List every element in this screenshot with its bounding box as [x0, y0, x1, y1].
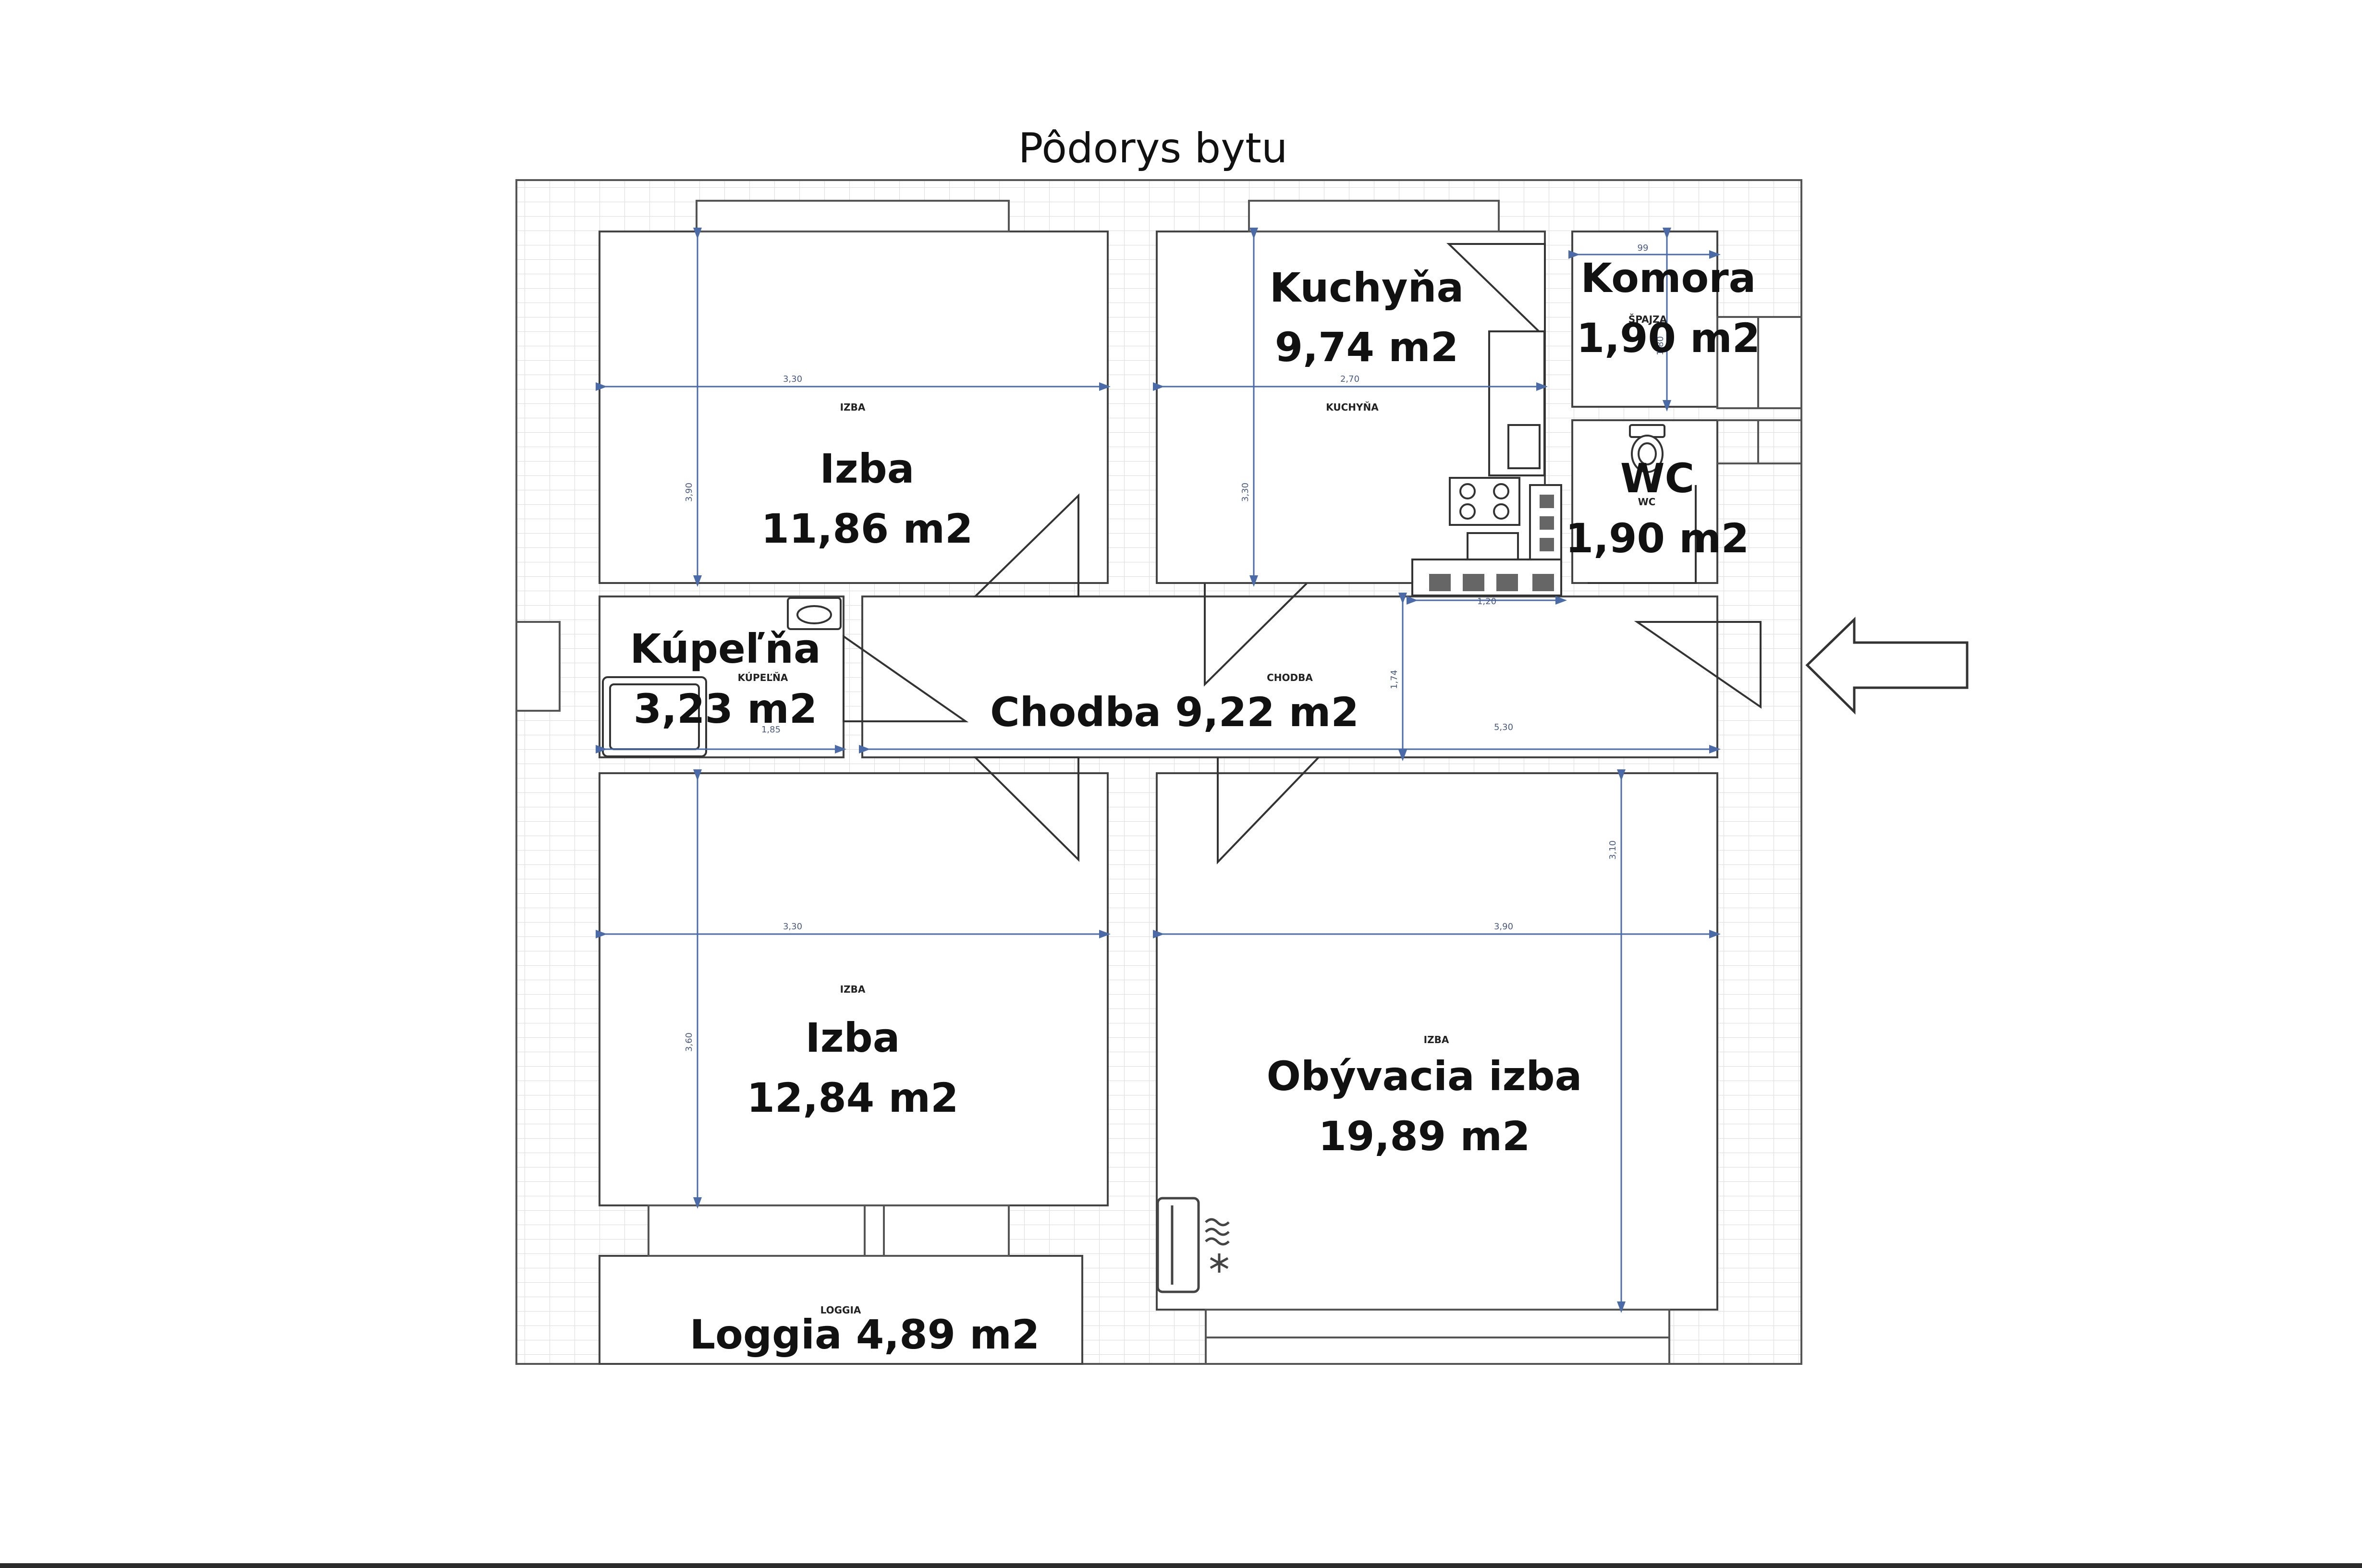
label-izba-2-area: 12,84 m2 [747, 1074, 959, 1121]
tag-izba-1: IZBA [840, 401, 866, 413]
dim-izba-1-height: 3,90 [684, 483, 694, 502]
door-izba-2 [973, 756, 1079, 862]
window-kuchyna [1248, 200, 1500, 232]
label-komora-area: 1,90 m2 [1577, 315, 1760, 362]
dim-komora-height: 1,80 [1655, 336, 1665, 355]
dim-obyvacia-width: 3,90 [1494, 922, 1513, 932]
label-komora-name: Komora [1581, 255, 1756, 302]
label-kuchyna-name: Kuchyňa [1270, 264, 1464, 311]
dim-kuchyna-height: 3,30 [1240, 483, 1250, 502]
room-loggia [599, 1255, 1083, 1365]
dim-chodba-width: 5,30 [1494, 722, 1513, 732]
door-kuchyna [1204, 583, 1308, 687]
label-chodba: Chodba 9,22 m2 [990, 689, 1359, 736]
label-kupelna-area: 3,23 m2 [634, 685, 817, 732]
dim-kuchyna-width: 2,70 [1340, 374, 1359, 384]
dim-izba-2-width: 3,30 [783, 922, 802, 932]
tag-kuchyna: KUCHYŇA [1326, 401, 1379, 413]
door-wc [1588, 485, 1697, 584]
label-wc-name: WC [1620, 455, 1694, 502]
label-loggia: Loggia 4,89 m2 [690, 1311, 1040, 1358]
dim-izba-2-height: 3,60 [684, 1033, 694, 1052]
door-entrance [1634, 621, 1762, 709]
door-izba-1 [973, 493, 1079, 597]
label-izba-2-name: Izba [806, 1014, 900, 1061]
label-obyvacia-area: 19,89 m2 [1319, 1113, 1530, 1160]
bottom-strip [0, 1563, 2362, 1568]
room-komora [1571, 231, 1718, 408]
oven-icon [1507, 424, 1541, 469]
door-kupelna [843, 634, 969, 722]
entrance-arrow-icon [1805, 617, 1969, 715]
room-izba-1 [599, 231, 1109, 584]
sink-kitchen [1467, 532, 1519, 560]
room-izba-2 [599, 772, 1109, 1206]
stove-icon [1449, 477, 1520, 526]
tag-loggia: LOGGIA [820, 1304, 861, 1316]
air-conditioner-icon [1156, 1197, 1230, 1293]
tag-chodba: CHODBA [1267, 672, 1313, 683]
label-obyvacia-name: Obývacia izba [1267, 1053, 1582, 1100]
dim-kupelna-width: 1,85 [761, 725, 781, 735]
window-izba-1 [696, 200, 1010, 232]
label-izba-1-area: 11,86 m2 [761, 505, 973, 552]
tag-wc: WC [1638, 496, 1656, 508]
window-komora [1716, 316, 1802, 409]
dim-kuchyna-counter: 1,20 [1477, 596, 1496, 607]
room-chodba [861, 596, 1718, 758]
label-wc-area: 1,90 m2 [1566, 515, 1749, 562]
dim-chodba-height: 1,74 [1389, 670, 1399, 689]
window-izba-2 [648, 1204, 1010, 1257]
label-izba-1-name: Izba [820, 445, 915, 492]
label-kuchyna-area: 9,74 m2 [1275, 324, 1458, 371]
door-obyvacia [1217, 756, 1320, 864]
dim-komora-width: 99 [1638, 243, 1649, 253]
dim-izba-1-width: 3,30 [783, 374, 802, 384]
dim-obyvacia-height: 3,10 [1608, 840, 1618, 860]
tag-obyvacia: IZBA [1424, 1034, 1449, 1045]
page-title: Pôdorys bytu [1018, 124, 1288, 172]
door-kuchyna-komora [1446, 243, 1546, 340]
tag-kupelna: KÚPEĽŇA [738, 672, 788, 683]
label-kupelna-name: Kúpeľňa [630, 625, 820, 672]
window-kupelna [515, 621, 561, 712]
tag-komora: ŠPAJZA [1628, 314, 1667, 325]
tag-izba-2: IZBA [840, 984, 866, 995]
